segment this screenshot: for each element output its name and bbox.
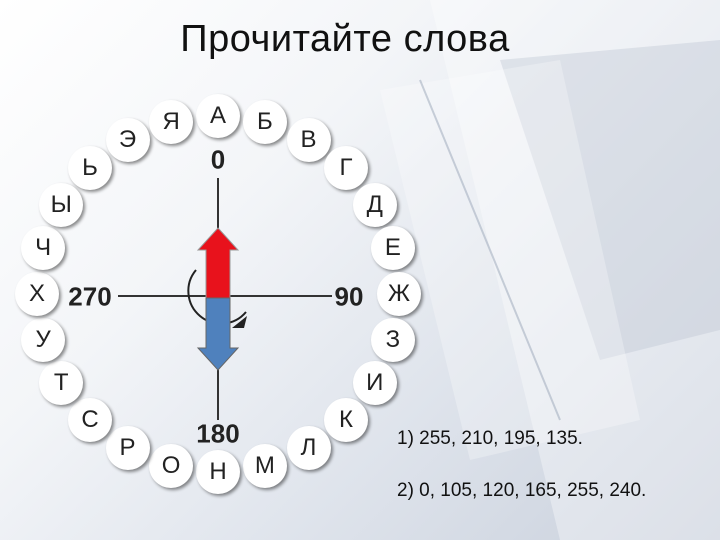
- letter-circle: С: [68, 397, 112, 442]
- task-1: 1) 255, 210, 195, 135.: [397, 428, 583, 449]
- rotation-arrow: [187, 269, 247, 325]
- letter-circle: Г: [323, 146, 368, 191]
- letter-circle: Д: [352, 183, 397, 227]
- letter-circle: М: [242, 443, 287, 488]
- page-title: Прочитайте слова: [180, 18, 510, 60]
- letter-circle: Л: [286, 426, 331, 471]
- letter-circle: К: [323, 397, 368, 442]
- letter-circle: В: [286, 117, 331, 162]
- letter-circle: Ы: [39, 183, 84, 227]
- degree-label-bottom: 180: [196, 418, 240, 449]
- letter-circle: Ж: [377, 272, 421, 316]
- letter-circle: А: [196, 94, 240, 138]
- degree-label-top: 0: [210, 144, 226, 175]
- degree-label-left: 270: [68, 281, 112, 312]
- compass-arrow-south: [196, 297, 240, 371]
- letter-circle: Б: [242, 100, 287, 145]
- letter-circle: Н: [196, 450, 240, 494]
- letter-circle: Е: [370, 225, 415, 270]
- letter-circle: Т: [39, 361, 84, 405]
- task-2: 2) 0, 105, 120, 165, 255, 240.: [397, 480, 647, 501]
- letter-circle: З: [370, 318, 415, 363]
- letter-circle: Х: [15, 272, 59, 316]
- letter-circle: Я: [149, 100, 194, 145]
- letter-circle: Ч: [21, 225, 66, 270]
- degree-label-right: 90: [334, 281, 364, 312]
- letter-circle: У: [21, 318, 66, 363]
- letter-circle: Р: [105, 426, 150, 471]
- letter-circle: Ь: [68, 146, 112, 191]
- compass-arrow-north: [196, 227, 240, 299]
- letter-circle: Э: [105, 117, 150, 162]
- letter-circle: И: [352, 361, 397, 405]
- letter-circle: О: [149, 443, 194, 488]
